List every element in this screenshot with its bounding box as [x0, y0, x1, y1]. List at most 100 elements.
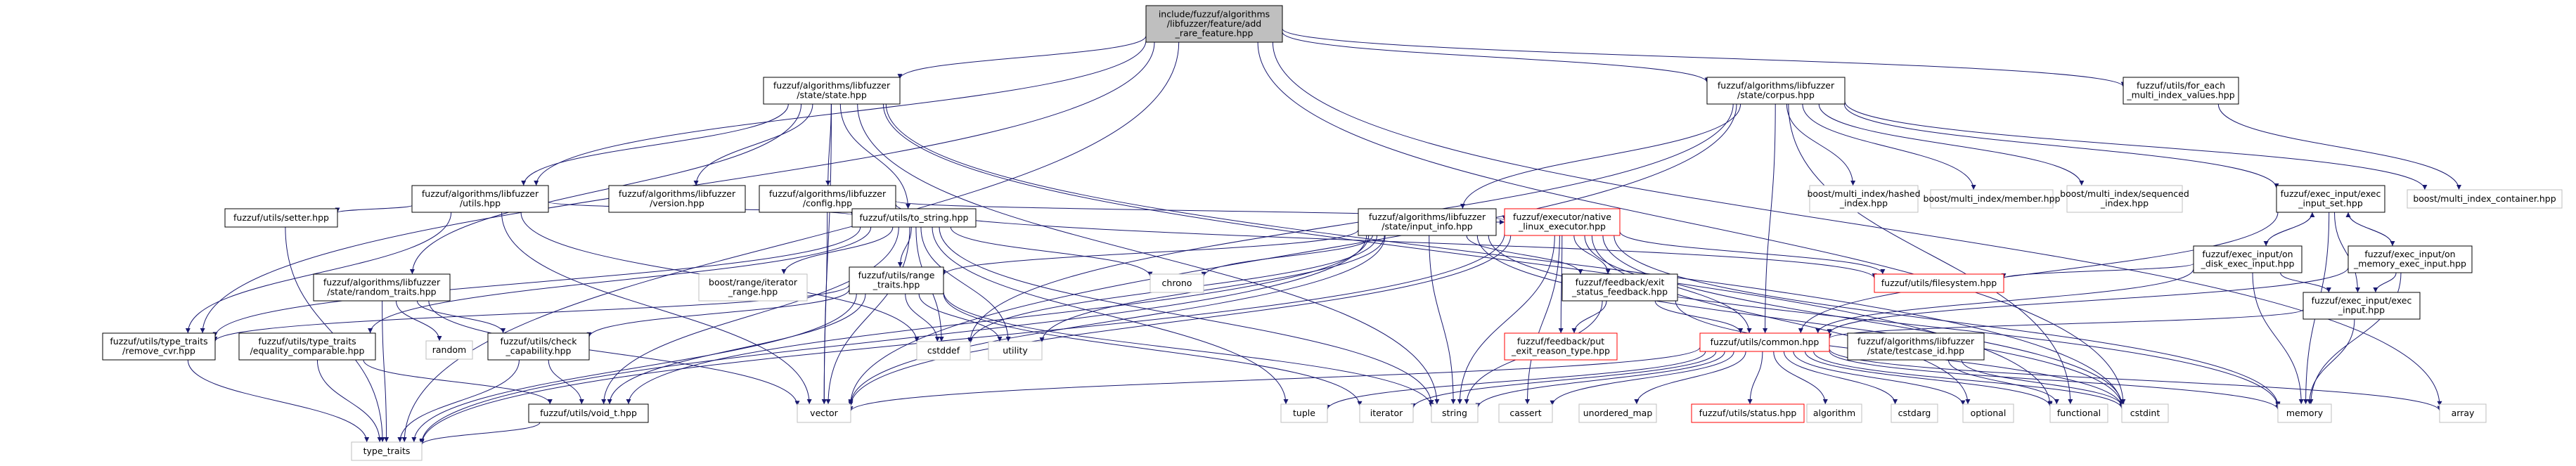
- node-label-cstdarg-line-0: cstdarg: [1898, 408, 1931, 418]
- edge-root-to-cstdint: [1257, 41, 2126, 405]
- node-label-functional-line-0: functional: [2057, 408, 2101, 418]
- node-label-chrono-line-0: chrono: [1162, 278, 1192, 288]
- node-boost_range: boost/range/iterator_range.hpp: [698, 273, 808, 302]
- node-random: random: [425, 340, 473, 360]
- node-cstdarg: cstdarg: [1891, 403, 1938, 423]
- node-label-cstdint-line-0: cstdint: [2130, 408, 2160, 418]
- node-label-memory-line-0: memory: [2286, 408, 2324, 418]
- edge-range_traits-to-iterator: [943, 293, 1363, 406]
- node-corpus[interactable]: fuzzuf/algorithms/libfuzzer/state/corpus…: [1706, 77, 1846, 105]
- edge-state-to-functional: [882, 103, 2053, 406]
- node-tuple: tuple: [1280, 403, 1328, 423]
- node-utils[interactable]: fuzzuf/algorithms/libfuzzer/utils.hpp: [411, 185, 549, 213]
- node-label-testcase_id-line-1: /state/testcase_id.hpp: [1867, 346, 1964, 356]
- node-state[interactable]: fuzzuf/algorithms/libfuzzer/state/state.…: [763, 77, 901, 105]
- node-label-put_exit-line-1: _exit_reason_type.hpp: [1511, 346, 1610, 356]
- node-label-state-line-1: /state/state.hpp: [797, 90, 867, 101]
- edge-root-to-state: [897, 35, 1147, 79]
- node-label-random_traits-line-1: /state/random_traits.hpp: [327, 287, 436, 297]
- edge-to_string-to-tuple: [932, 226, 1289, 405]
- node-box-tuple: [1280, 403, 1328, 423]
- node-label-exec_set-line-1: _input_set.hpp: [2298, 198, 2363, 209]
- node-remove_cvr[interactable]: fuzzuf/utils/type_traits/remove_cvr.hpp: [102, 332, 216, 361]
- node-box-exec_input: [2303, 292, 2421, 320]
- node-box-optional: [1962, 403, 2014, 423]
- edge-utils-to-vector: [501, 212, 812, 405]
- node-box-corpus: [1706, 77, 1846, 105]
- edge-utils-to-setter: [335, 205, 413, 213]
- node-box-cstddef: [916, 341, 971, 361]
- edge-on_memory-to-exec_input: [2373, 272, 2397, 293]
- node-label-utility-line-0: utility: [1003, 345, 1028, 356]
- node-label-version-line-0: fuzzuf/algorithms/libfuzzer: [619, 188, 736, 199]
- edge-native-to-exit_status: [1573, 235, 1611, 275]
- node-cstddef: cstddef: [916, 341, 971, 361]
- node-label-utils-line-0: fuzzuf/algorithms/libfuzzer: [422, 188, 539, 199]
- edge-exec_input-to-memory: [2307, 318, 2355, 405]
- node-filesystem[interactable]: fuzzuf/utils/filesystem.hpp: [1874, 273, 2004, 293]
- node-exec_set[interactable]: fuzzuf/exec_input/exec_input_set.hpp: [2276, 185, 2385, 213]
- node-foreach[interactable]: fuzzuf/utils/for_each_multi_index_values…: [2123, 77, 2239, 105]
- node-box-check_cap: [487, 332, 590, 361]
- node-config[interactable]: fuzzuf/algorithms/libfuzzer/config.hpp: [759, 185, 896, 213]
- node-label-exec_input-line-1: _input.hpp: [2338, 305, 2385, 316]
- edge-corpus-to-bmi_container: [1844, 101, 2428, 190]
- node-native[interactable]: fuzzuf/executor/native_linux_executor.hp…: [1504, 208, 1621, 236]
- node-eq_comp[interactable]: fuzzuf/utils/type_traits/equality_compar…: [238, 332, 376, 361]
- node-status[interactable]: fuzzuf/utils/status.hpp: [1691, 403, 1805, 423]
- node-label-foreach-line-0: fuzzuf/utils/for_each: [2137, 80, 2225, 91]
- edge-native-to-type_traits: [419, 233, 1505, 445]
- node-functional: functional: [2049, 403, 2108, 423]
- node-box-functional: [2049, 403, 2108, 423]
- node-string: string: [1431, 403, 1479, 423]
- edge-corpus-to-bmi_seq: [1818, 103, 2085, 186]
- edge-range_traits-to-utility: [918, 293, 1003, 342]
- node-put_exit[interactable]: fuzzuf/feedback/put_exit_reason_type.hpp: [1504, 332, 1618, 361]
- node-version[interactable]: fuzzuf/algorithms/libfuzzer/version.hpp: [608, 185, 746, 213]
- node-random_traits[interactable]: fuzzuf/algorithms/libfuzzer/state/random…: [313, 273, 451, 302]
- node-on_disk[interactable]: fuzzuf/exec_input/on_disk_exec_input.hpp: [2193, 245, 2303, 273]
- node-box-chrono: [1149, 273, 1204, 293]
- edge-random_traits-to-check_cap: [416, 300, 506, 334]
- edge-corpus-to-exec_set: [1843, 103, 2279, 189]
- node-check_cap[interactable]: fuzzuf/utils/check_capability.hpp: [487, 332, 590, 361]
- edge-common-to-memory: [1829, 350, 2281, 410]
- edge-exec_set-to-exec_input: [2334, 212, 2360, 293]
- node-label-bmi_hashed-line-1: _index.hpp: [1839, 198, 1888, 209]
- node-label-bmi_hashed-line-0: boost/multi_index/hashed: [1807, 188, 1920, 199]
- edge-random_traits-to-random: [396, 300, 442, 342]
- node-exit_status[interactable]: fuzzuf/feedback/exit_status_feedback.hpp: [1561, 273, 1678, 302]
- node-box-cassert: [1498, 403, 1553, 423]
- edge-to_string-to-eq_comp: [368, 226, 872, 334]
- edge-check_cap-to-void_t: [548, 359, 584, 405]
- edge-common-to-optional: [1793, 351, 1966, 406]
- edge-common-to-cassert: [1550, 351, 1734, 406]
- node-box-input_info: [1358, 208, 1497, 236]
- edge-exec_set-to-common: [1798, 212, 2279, 334]
- node-label-eq_comp-line-1: /equality_comparable.hpp: [250, 346, 365, 356]
- edge-on_disk-to-memory: [2252, 272, 2304, 405]
- node-input_info[interactable]: fuzzuf/algorithms/libfuzzer/state/input_…: [1358, 208, 1497, 236]
- node-box-range_traits: [849, 266, 944, 295]
- node-testcase_id[interactable]: fuzzuf/algorithms/libfuzzer/state/testca…: [1847, 332, 1985, 361]
- node-setter[interactable]: fuzzuf/utils/setter.hpp: [224, 208, 338, 228]
- node-common[interactable]: fuzzuf/utils/common.hpp: [1699, 332, 1830, 352]
- node-to_string[interactable]: fuzzuf/utils/to_string.hpp: [851, 208, 977, 228]
- edge-state-to-cstdint: [885, 103, 2125, 408]
- node-exec_input[interactable]: fuzzuf/exec_input/exec_input.hpp: [2303, 292, 2421, 320]
- edge-corpus-to-cstddef: [967, 103, 1734, 343]
- node-label-status-line-0: fuzzuf/utils/status.hpp: [1699, 408, 1797, 418]
- edge-random_traits-to-vector: [428, 300, 800, 406]
- node-on_memory[interactable]: fuzzuf/exec_input/on_memory_exec_input.h…: [2348, 245, 2473, 273]
- edge-to_string-to-void_t: [601, 226, 899, 405]
- edge-testcase_id-to-functional: [1947, 359, 2059, 405]
- node-range_traits[interactable]: fuzzuf/utils/range_traits.hpp: [849, 266, 944, 295]
- node-array: array: [2439, 403, 2487, 423]
- node-root[interactable]: include/fuzzuf/algorithms/libfuzzer/feat…: [1145, 5, 1283, 43]
- edge-native-to-cassert: [1525, 235, 1560, 405]
- edge-utils-to-remove_cvr: [185, 212, 452, 334]
- edge-state-to-utils: [521, 103, 789, 186]
- node-box-on_memory: [2348, 245, 2473, 273]
- node-label-bmi_member-line-0: boost/multi_index/member.hpp: [1924, 193, 2061, 204]
- node-void_t[interactable]: fuzzuf/utils/void_t.hpp: [528, 403, 649, 423]
